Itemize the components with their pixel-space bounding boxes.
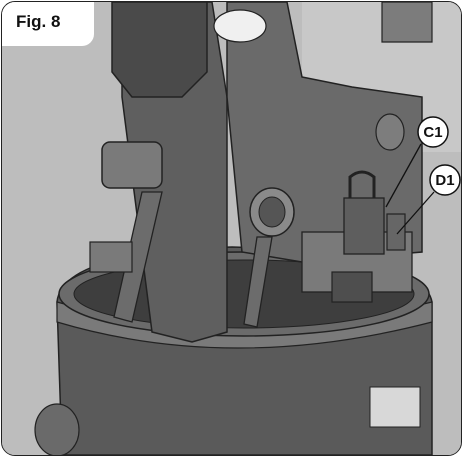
lower-bracket (331, 271, 373, 303)
callout-d1-label: D1 (435, 172, 454, 189)
top-right-block (381, 2, 433, 43)
left-lever (113, 191, 163, 323)
pin-front-hole (258, 196, 286, 228)
pin-left (101, 141, 163, 189)
wire-loop (348, 170, 376, 198)
callout-d1-circle (429, 164, 461, 196)
left-switch (89, 241, 133, 273)
component-c1 (343, 197, 385, 255)
figure-label: Fig. 8 (16, 12, 61, 31)
base-window (369, 386, 421, 428)
callout-c1-circle (417, 116, 449, 148)
side-knob (34, 403, 80, 455)
callout-c1-label: C1 (423, 124, 442, 141)
top-white-part (213, 9, 267, 43)
figure-label-box (2, 2, 94, 46)
component-d1 (386, 213, 406, 251)
pin-right (375, 113, 405, 151)
callout-c1-leader (385, 143, 422, 208)
right-lever (243, 236, 273, 328)
callout-d1-leader (396, 191, 435, 235)
top-handle (111, 2, 208, 98)
